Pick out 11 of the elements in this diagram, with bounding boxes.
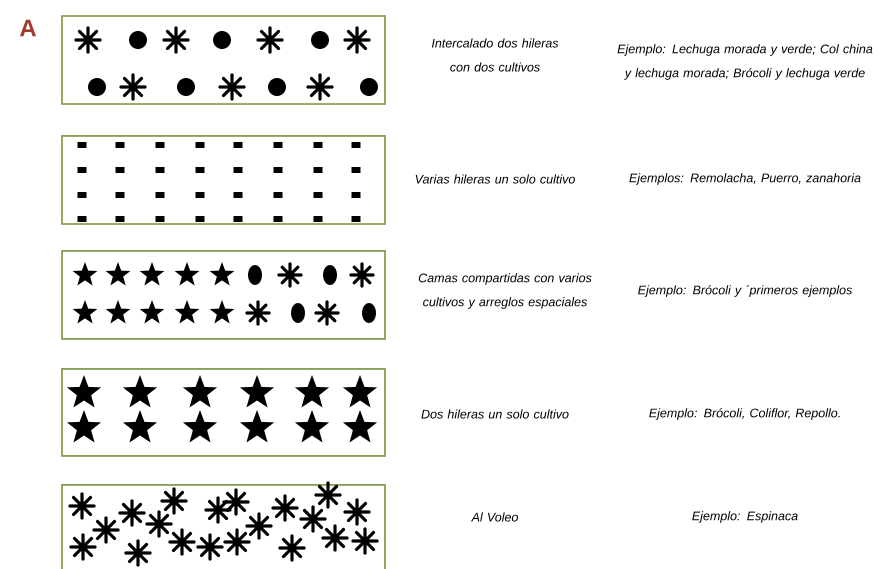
description-text: Ejemplo: Brócoli y ´primeros ejemplos (638, 285, 852, 297)
description-text: Dos hileras un solo cultivo (421, 409, 569, 419)
description-text: Ejemplo: Lechuga morada y verde; Col china y lechuga morada; Brócoli y lechuga verde (618, 44, 872, 80)
description-text: Camas compartidas con varios cultivos y arreglos espaciales (418, 273, 592, 309)
description-text: Ejemplo: Espinaca (692, 511, 798, 523)
panel-letter: A (20, 20, 36, 36)
description-text: Ejemplos: Remolacha, Puerro, zanahoria (629, 173, 861, 185)
description-text: Intercalado dos hileras con dos cultivos (432, 38, 558, 72)
description-text: Al Voleo (471, 512, 518, 522)
description-text: Varias hileras un solo cultivo (416, 174, 575, 184)
description-text: Ejemplo: Brócoli, Coliflor, Repollo. (649, 408, 840, 420)
